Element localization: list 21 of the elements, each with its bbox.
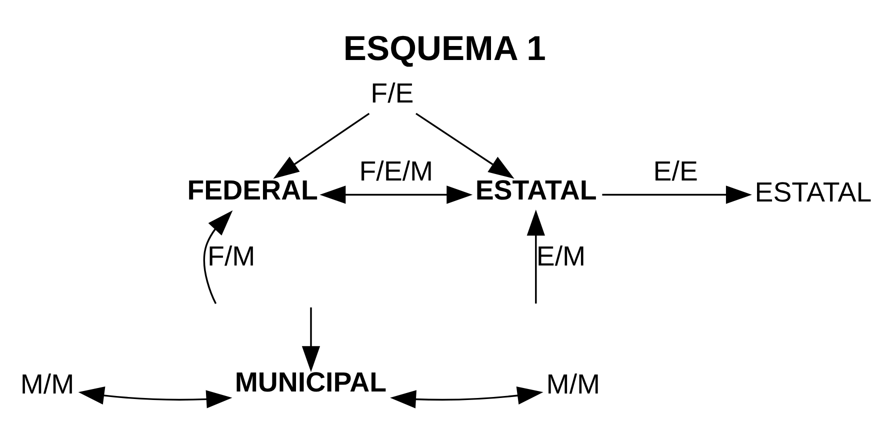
arrow [203,210,233,304]
arrow [602,185,752,204]
node-text: M/M [546,368,600,399]
arrow [390,386,544,408]
node-text: ESTATAL [475,174,597,206]
edge-label: F/M [208,240,256,271]
arrow [416,112,514,178]
edge-label: E/E [653,155,698,186]
node-text: M/M [20,368,74,399]
edge-label: E/M [536,240,586,271]
edge-label: F/E/M [359,155,434,186]
diagram-title: ESQUEMA 1 [343,29,546,68]
arrow [302,306,320,372]
arrow [78,386,232,408]
arrow [320,185,473,204]
node-text: FEDERAL [187,174,318,206]
node-text: ESTATAL [754,176,872,207]
node-text: F/E [370,77,414,108]
arrow [526,209,545,304]
arrow [273,112,370,178]
node-text: MUNICIPAL [234,366,387,398]
